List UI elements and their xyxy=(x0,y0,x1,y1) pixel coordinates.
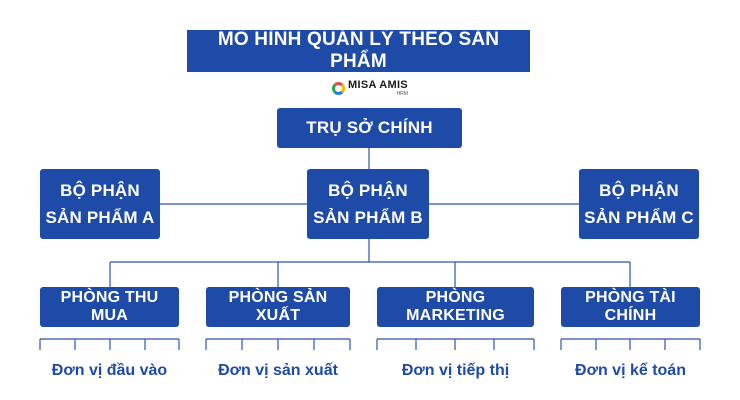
department-a-line1: BỘ PHẬN xyxy=(60,181,140,200)
unit-accounting-label: Đơn vị kế toán xyxy=(575,362,686,379)
logo-sub: HRM xyxy=(396,91,408,97)
department-a-box: BỘ PHẬN SẢN PHẨM A xyxy=(40,169,160,239)
department-c-box: BỘ PHẬN SẢN PHẨM C xyxy=(579,169,699,239)
office-purchasing-box: PHÒNG THU MUA xyxy=(40,287,179,327)
unit-production-label: Đơn vị sản xuất xyxy=(218,362,338,379)
headquarters-box: TRỤ SỞ CHÍNH xyxy=(277,108,462,148)
department-b-line2: SẢN PHẨM B xyxy=(313,208,423,227)
office-marketing-box: PHÒNG MARKETING xyxy=(377,287,534,327)
misa-amis-logo: MISA AMIS HRM xyxy=(332,80,408,97)
department-c-line1: BỘ PHẬN xyxy=(599,181,679,200)
logo-ring-icon xyxy=(332,82,345,95)
logo-name: MISA AMIS xyxy=(348,79,408,91)
office-finance-box: PHÒNG TÀI CHÍNH xyxy=(561,287,700,327)
department-a-line2: SẢN PHẨM A xyxy=(45,208,155,227)
unit-input-label: Đơn vị đầu vào xyxy=(51,362,168,379)
unit-marketing-label: Đơn vị tiếp thị xyxy=(401,362,510,379)
department-b-box: BỘ PHẬN SẢN PHẨM B xyxy=(307,169,429,239)
department-b-line1: BỘ PHẬN xyxy=(328,181,408,200)
department-c-line2: SẢN PHẨM C xyxy=(584,208,694,227)
diagram-title: MÔ HÌNH QUẢN LÝ THEO SẢN PHẨM xyxy=(187,29,530,72)
office-production-box: PHÒNG SẢN XUẤT xyxy=(206,287,350,327)
